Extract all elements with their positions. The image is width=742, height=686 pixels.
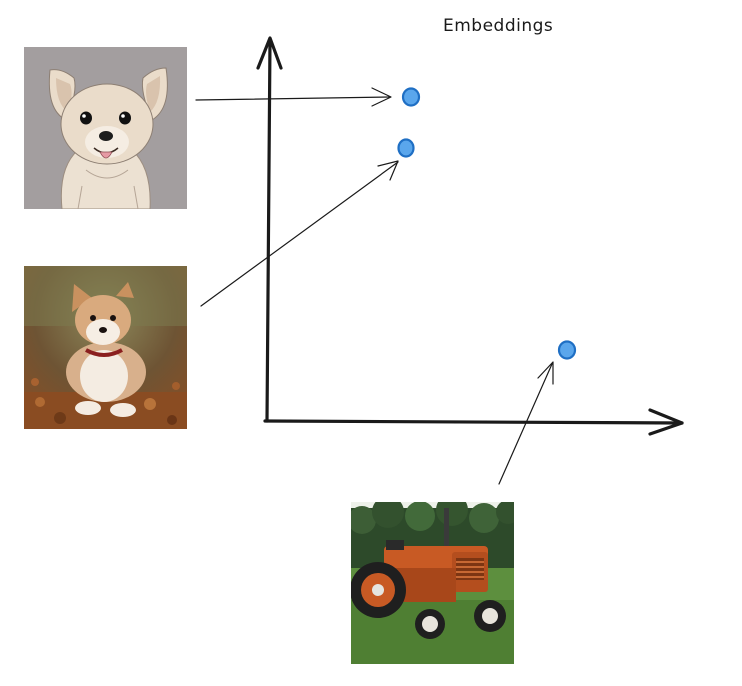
arrow-tractor-head [537,361,554,385]
cartoon-dog-image [24,47,187,209]
axes [256,36,684,436]
tractor-embedding-point [557,340,577,360]
x-axis [263,419,684,425]
arrow-cartoon-head [371,87,392,107]
arrow-puppy-head [377,160,399,181]
puppy-embedding-point [397,138,415,158]
cartoon-dog-embedding-point [401,87,421,107]
diagram-title: Embeddings [443,16,553,36]
arrow-puppy-to-point [200,161,399,307]
x-axis-arrowhead [648,408,684,436]
arrow-tractor-to-point [498,363,553,485]
puppy-image [24,266,187,429]
y-axis [265,38,272,423]
y-axis-arrowhead [256,36,283,70]
arrow-cartoon-to-point [195,96,391,101]
embedding-points [397,87,577,360]
tractor-image [351,502,514,664]
connector-arrows [195,87,554,485]
